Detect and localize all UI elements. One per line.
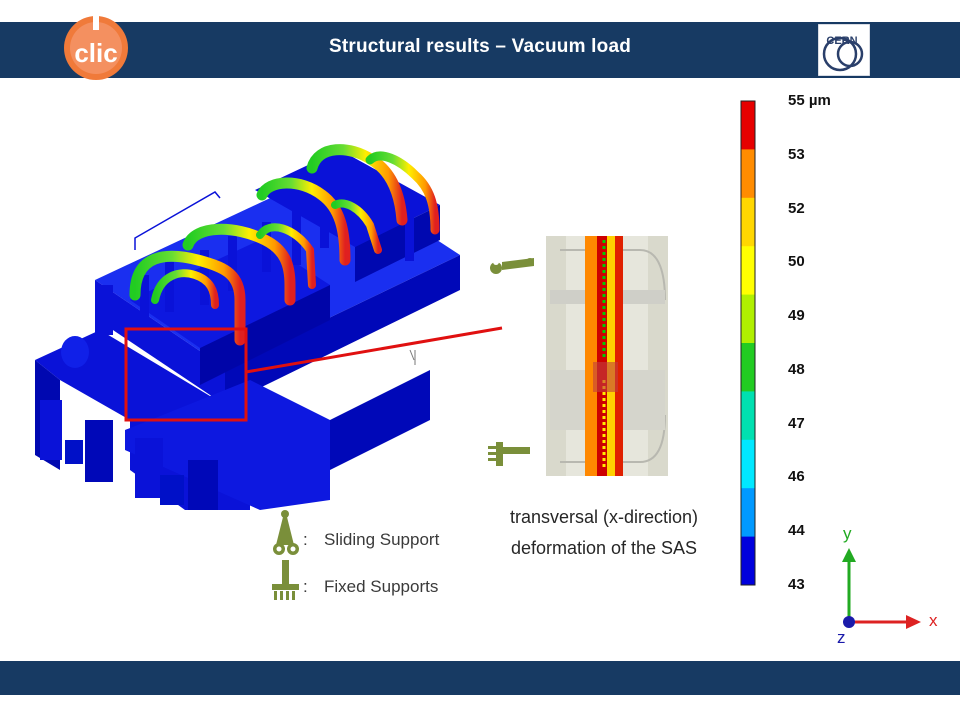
coordinate-axes [842,548,921,629]
color-scale-segment [741,197,755,247]
legend-fixed-label: Fixed Supports [324,577,439,596]
color-scale-label: 46 [788,468,805,486]
slide-title: Structural results – Vacuum load [328,36,632,57]
legend-sliding-colon: : [303,530,308,549]
clic-logo: clic [64,16,128,80]
caption-line-2: deformation of the SAS [510,538,698,558]
color-scale-label: 49 [788,307,805,325]
color-scale-label: 44 [788,522,805,540]
sliding-support-marker [490,258,534,274]
footer-bar [0,661,960,695]
color-scale-label: 47 [788,414,805,432]
legend-fixed-colon: : [303,577,308,596]
color-scale-label: 53 [788,145,805,163]
color-scale-label: 55 µm [788,92,831,109]
callout-line [245,326,503,374]
color-scale-label: 52 [788,199,805,217]
deformation-caption: transversal (x-direction) deformation of… [478,502,730,564]
caption-line-1: transversal (x-direction) [509,507,699,527]
cern-logo: CERN [818,24,870,76]
axis-label-y: y [843,524,852,543]
color-scale-bar [741,101,755,586]
header-bar: Structural results – Vacuum load [0,22,960,78]
fixed-support-marker [488,442,530,466]
axis-label-z: z [837,628,846,647]
color-scale-segment [741,246,755,296]
color-scale-segment [741,536,755,586]
color-scale-segment [741,391,755,441]
zoom-detail-view [546,236,668,476]
sliding-support-icon [273,510,299,555]
sas-3d-model [35,144,460,510]
cern-logo-text: CERN [826,35,857,47]
color-scale-segment [741,343,755,392]
color-scale-segment [741,101,755,150]
color-scale-segment [741,439,755,489]
color-scale-segment [741,149,755,199]
axis-label-x: x [929,611,938,630]
color-scale-label: 43 [788,576,805,593]
fixed-support-icon [272,560,299,600]
color-scale-segment [741,488,755,538]
color-scale-segment [741,294,755,344]
legend-sliding-label: Sliding Support [324,530,440,549]
clic-logo-text: clic [74,38,117,68]
color-scale-label: 50 [788,253,805,271]
color-scale-label: 48 [788,360,805,378]
highlight-box [124,327,248,422]
